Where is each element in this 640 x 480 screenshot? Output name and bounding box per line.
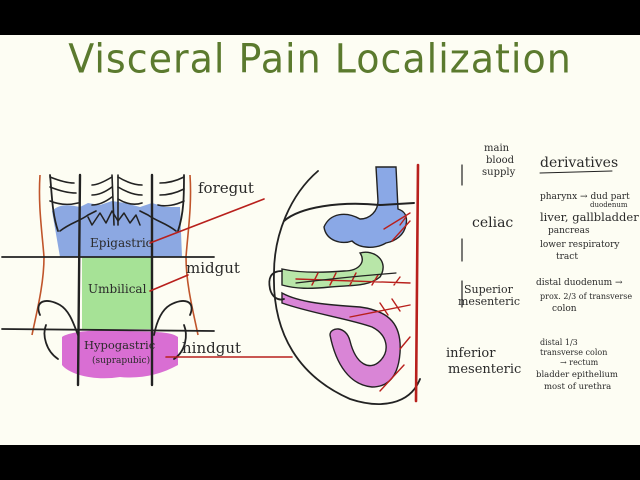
row1-deriv-4: pancreas xyxy=(548,226,590,236)
hindgut-segment xyxy=(281,291,401,388)
row1-deriv-6: tract xyxy=(556,252,578,262)
row3-deriv-3: → rectum xyxy=(560,358,599,367)
row1-deriv-5: lower respiratory xyxy=(540,240,620,250)
hypogastric-label: Hypogastric xyxy=(84,338,155,352)
hypogastric-sub-label: (suprapubic) xyxy=(92,355,150,366)
page-title: Visceral Pain Localization xyxy=(68,35,572,83)
umbilical-label: Umbilical xyxy=(88,282,147,296)
col-derivatives-header: derivatives xyxy=(540,155,618,171)
row3-deriv-1: distal 1/3 xyxy=(540,338,578,347)
vessel-inf-mes-1: inferior xyxy=(446,346,496,361)
umbilical-region xyxy=(82,257,152,329)
row3-deriv-2: transverse colon xyxy=(540,348,607,357)
row1-deriv-1: pharynx → dud part xyxy=(540,192,630,202)
vessel-sup-mes-2: mesenteric xyxy=(458,295,520,308)
row2-deriv-3: colon xyxy=(552,304,577,314)
row2-deriv-2: prox. 2/3 of transverse xyxy=(540,292,632,301)
vessel-celiac: celiac xyxy=(472,215,513,231)
hindgut-label: hindgut xyxy=(182,339,241,357)
whiteboard: Visceral Pain Localization xyxy=(0,35,640,445)
col-supply-line-3: supply xyxy=(482,167,516,178)
abdomen-figure: Epigastric Umbilical Hypogastric (suprap… xyxy=(1,173,293,387)
col-supply-line-2: blood xyxy=(486,155,515,166)
derivatives-table: main blood supply derivatives celiac pha… xyxy=(446,143,639,392)
row3-deriv-5: most of urethra xyxy=(544,382,611,392)
vessel-inf-mes-2: mesenteric xyxy=(448,362,521,377)
midgut-label: midgut xyxy=(186,259,240,277)
vessel-sup-mes-1: Superior xyxy=(464,283,514,296)
gut-tube-diagram xyxy=(268,163,421,405)
diagram-canvas: Epigastric Umbilical Hypogastric (suprap… xyxy=(1,143,639,405)
foregut-label: foregut xyxy=(198,179,254,197)
row3-deriv-4: bladder epithelium xyxy=(536,370,618,380)
col-supply-line-1: main xyxy=(484,143,510,154)
hypogastric-region xyxy=(62,330,178,379)
epigastric-label: Epigastric xyxy=(90,236,153,250)
row1-deriv-2: duodenum xyxy=(590,201,628,209)
foregut-segment xyxy=(323,166,408,248)
row1-deriv-3: liver, gallbladder xyxy=(540,210,639,224)
row2-deriv-1: distal duodenum → xyxy=(536,278,623,288)
